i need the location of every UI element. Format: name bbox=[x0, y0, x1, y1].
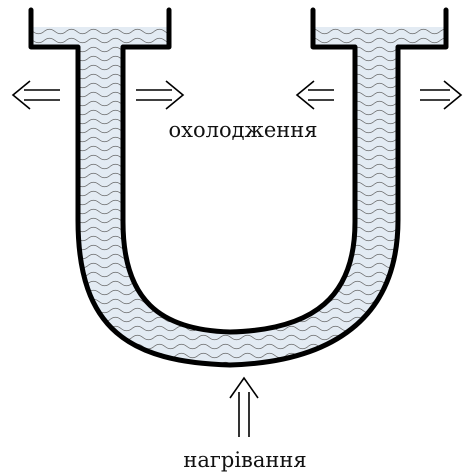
left-reservoir-right-wall bbox=[120, 7, 358, 335]
double-arrow-right-icon bbox=[420, 80, 463, 110]
left-reservoir-wall bbox=[28, 7, 449, 368]
double-arrow-right-icon bbox=[136, 80, 185, 110]
tube-walls bbox=[28, 7, 449, 368]
cooling-label: охолодження bbox=[168, 118, 317, 142]
heating-label: нагрівання bbox=[183, 448, 306, 472]
double-arrow-left-icon bbox=[295, 80, 334, 110]
double-arrow-up-icon bbox=[229, 376, 259, 437]
fluid-region bbox=[33, 27, 444, 365]
double-arrow-left-icon bbox=[11, 80, 60, 110]
